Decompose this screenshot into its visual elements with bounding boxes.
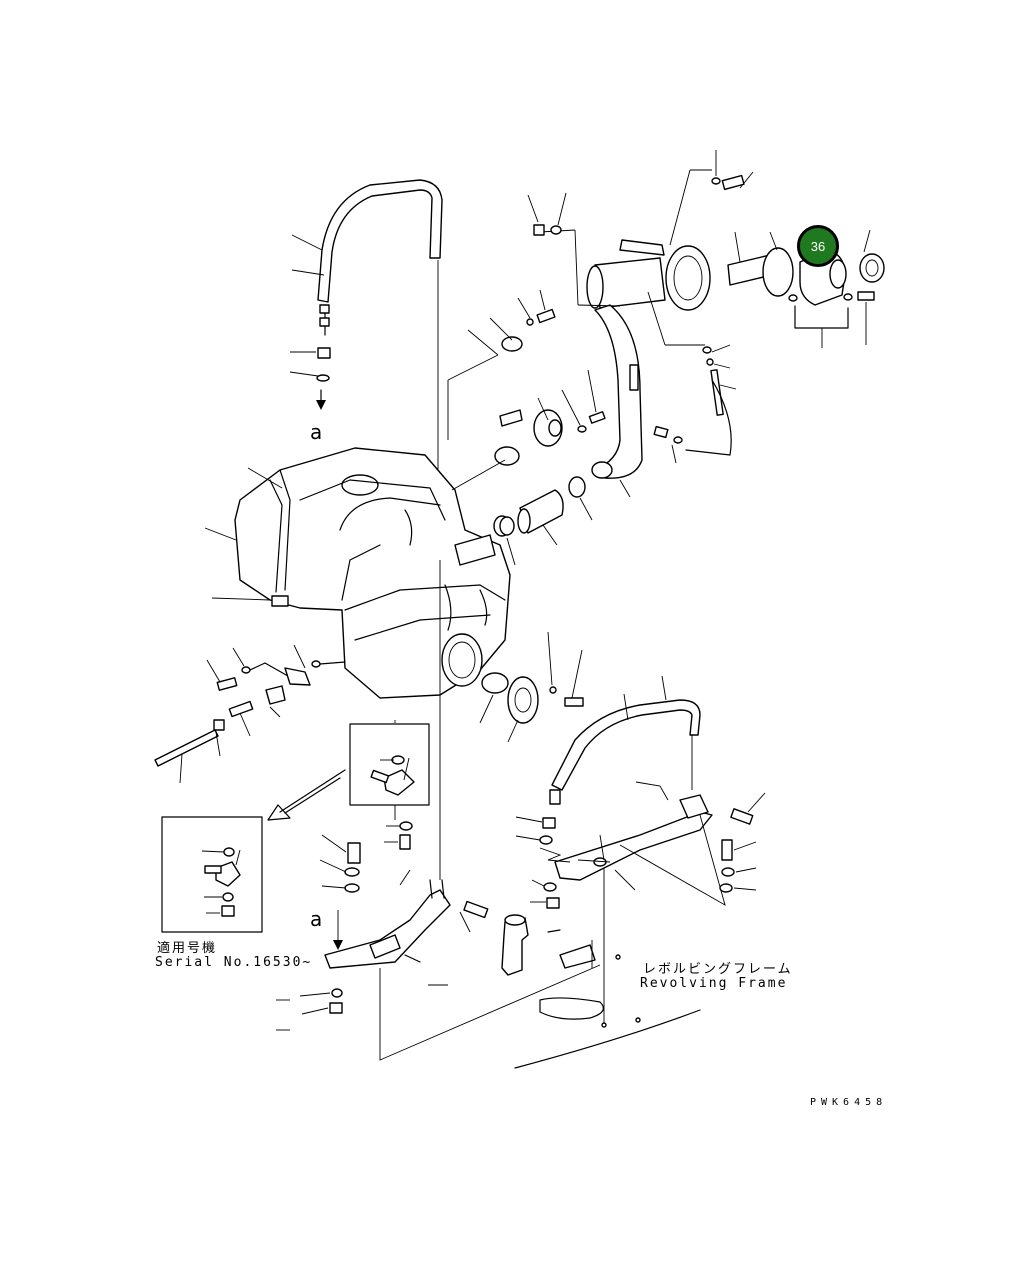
detail-arrow: [267, 769, 346, 821]
left-fittings: [154, 644, 346, 784]
filler-flange: [479, 631, 584, 743]
serial-note-jp: 適用号機: [157, 941, 218, 956]
lower-strap: [515, 675, 766, 909]
frame-label-jp: レボルビングフレーム: [643, 962, 793, 977]
ref-label-a-bottom: a: [310, 907, 323, 931]
frame-label-en: Revolving Frame: [640, 976, 788, 991]
hose-clamps: [493, 476, 593, 566]
ref-label-a-top: a: [310, 420, 323, 444]
serial-note-en: Serial No.16530~: [155, 955, 313, 970]
revolving-frame: [501, 860, 701, 1069]
filler-parts: [447, 289, 606, 491]
upper-pipe: [527, 150, 885, 498]
drawing-code: PWK6458: [810, 1097, 888, 1108]
lower-bracket: [276, 560, 601, 1061]
part-callout-36[interactable]: 36: [797, 225, 839, 267]
fuel-tank: [204, 447, 511, 699]
detail-box-left: [161, 816, 263, 933]
upper-strap: [289, 179, 443, 470]
detail-box-center: [349, 720, 430, 820]
